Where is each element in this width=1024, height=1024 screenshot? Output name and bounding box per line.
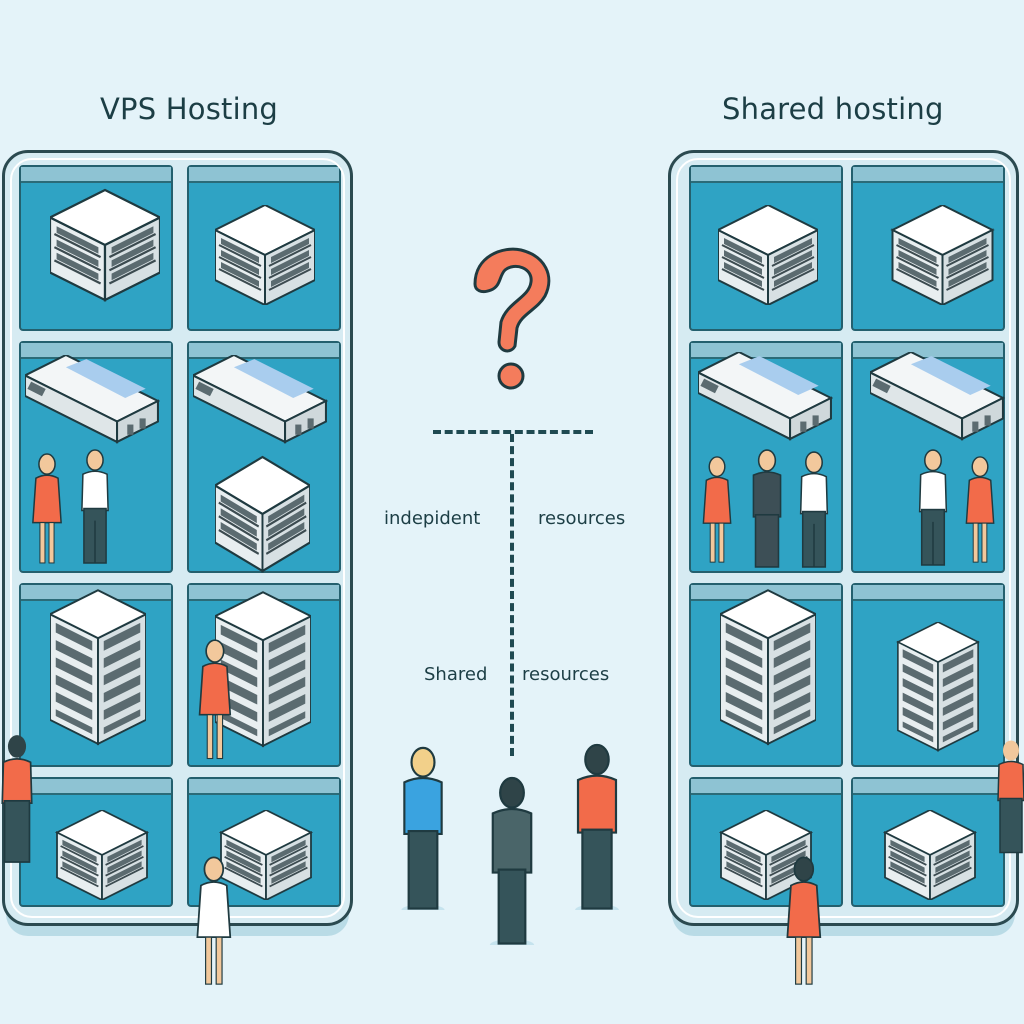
label-shared-resources: resources bbox=[522, 664, 610, 685]
vps-server-tower-1 bbox=[50, 589, 146, 745]
label-independent: indepident bbox=[384, 508, 481, 529]
person-center-orange-shirt bbox=[575, 743, 619, 910]
vps-server-rack-1 bbox=[50, 188, 160, 302]
vps-server-rack-4 bbox=[56, 810, 148, 900]
shared-network-appliance-1 bbox=[698, 352, 832, 440]
person-man-shared-2 bbox=[799, 451, 829, 568]
person-man-shared-suit bbox=[752, 449, 782, 568]
shared-server-rack-2 bbox=[891, 205, 994, 305]
vps-network-appliance-2 bbox=[193, 355, 327, 443]
vps-server-rack-2 bbox=[215, 205, 315, 305]
shared-server-tower-1 bbox=[720, 589, 816, 745]
dashed-divider-horizontal bbox=[433, 430, 593, 434]
shared-server-rack-1 bbox=[718, 205, 818, 305]
label-independent-resources: resources bbox=[538, 508, 626, 529]
person-man-shared-edge bbox=[997, 740, 1024, 854]
shared-server-rack-4 bbox=[884, 810, 976, 900]
person-woman-vps-2 bbox=[198, 639, 232, 760]
person-center-dark-shirt bbox=[489, 776, 535, 945]
person-woman-vps-1 bbox=[32, 453, 62, 564]
question-mark-icon bbox=[473, 247, 551, 390]
person-woman-shared-2 bbox=[965, 456, 995, 563]
vps-network-appliance-1 bbox=[25, 355, 159, 443]
shared-hosting-title: Shared hosting bbox=[722, 92, 944, 126]
person-man-shared-3 bbox=[918, 449, 948, 566]
vps-server-rack-3 bbox=[215, 455, 310, 573]
dashed-divider-vertical bbox=[510, 434, 514, 756]
shared-server-tower-2 bbox=[897, 622, 979, 752]
person-man-vps-1 bbox=[81, 449, 109, 564]
person-woman-shared-1 bbox=[702, 456, 732, 563]
shared-network-appliance-2 bbox=[870, 352, 1004, 440]
person-man-vps-edge bbox=[1, 735, 33, 863]
person-center-blue-shirt bbox=[401, 746, 445, 910]
person-woman-shared-front bbox=[786, 856, 822, 985]
person-woman-vps-white bbox=[196, 856, 232, 985]
vps-hosting-title: VPS Hosting bbox=[100, 92, 279, 126]
label-shared: Shared bbox=[424, 664, 488, 685]
